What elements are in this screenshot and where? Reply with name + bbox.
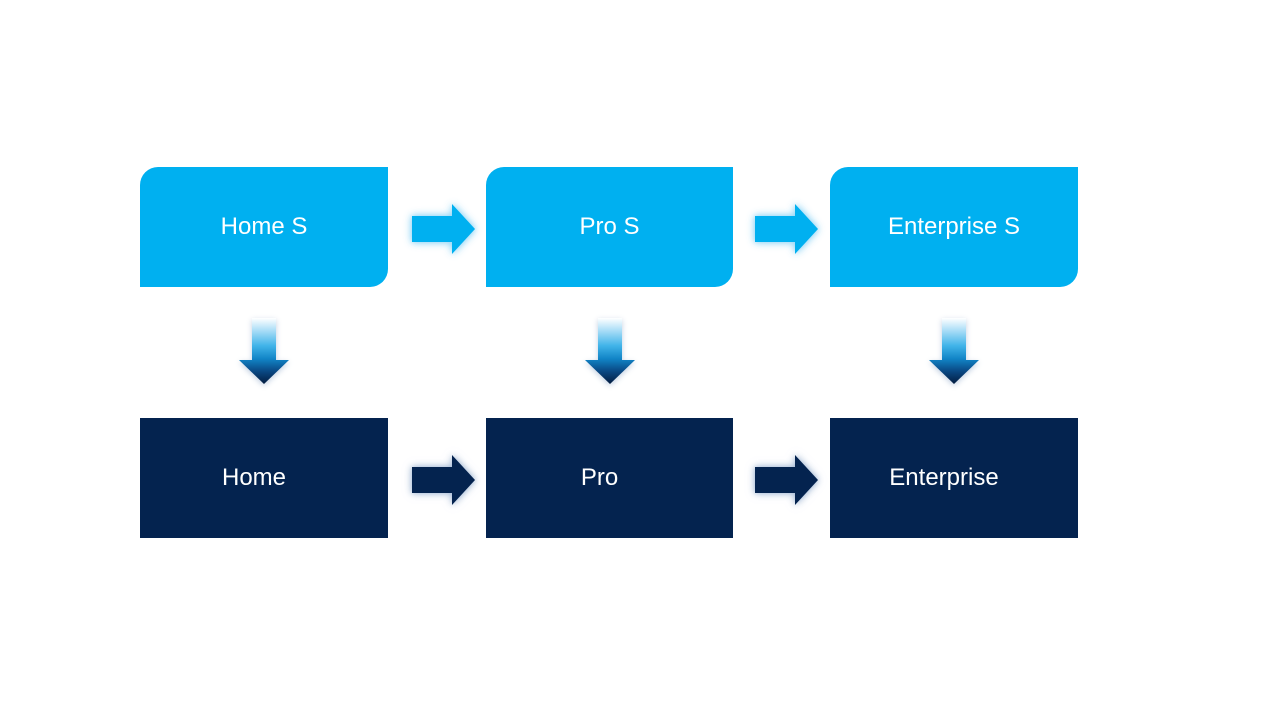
right-arrow-icon[interactable] [412,203,476,255]
node-enterprise-label: Enterprise [889,463,999,491]
node-enterprise[interactable]: Enterprise [830,418,1078,538]
node-pro-s[interactable]: Pro S [486,167,733,287]
down-arrow-icon[interactable] [238,318,290,384]
node-enterprise-s[interactable]: Enterprise S [830,167,1078,287]
node-pro[interactable]: Pro [486,418,733,538]
node-pro-label: Pro [580,463,619,491]
node-pro-s-label: Pro S [579,212,640,240]
node-home-s[interactable]: Home S [140,167,388,287]
right-arrow-icon[interactable] [755,454,819,506]
down-arrow-icon[interactable] [584,318,636,384]
node-enterprise-s-label: Enterprise S [887,212,1021,240]
down-arrow-icon[interactable] [928,318,980,384]
right-arrow-icon[interactable] [755,203,819,255]
right-arrow-icon[interactable] [412,454,476,506]
node-home-s-label: Home S [220,212,308,240]
node-home[interactable]: Home [140,418,388,538]
node-home-label: Home [221,463,287,491]
